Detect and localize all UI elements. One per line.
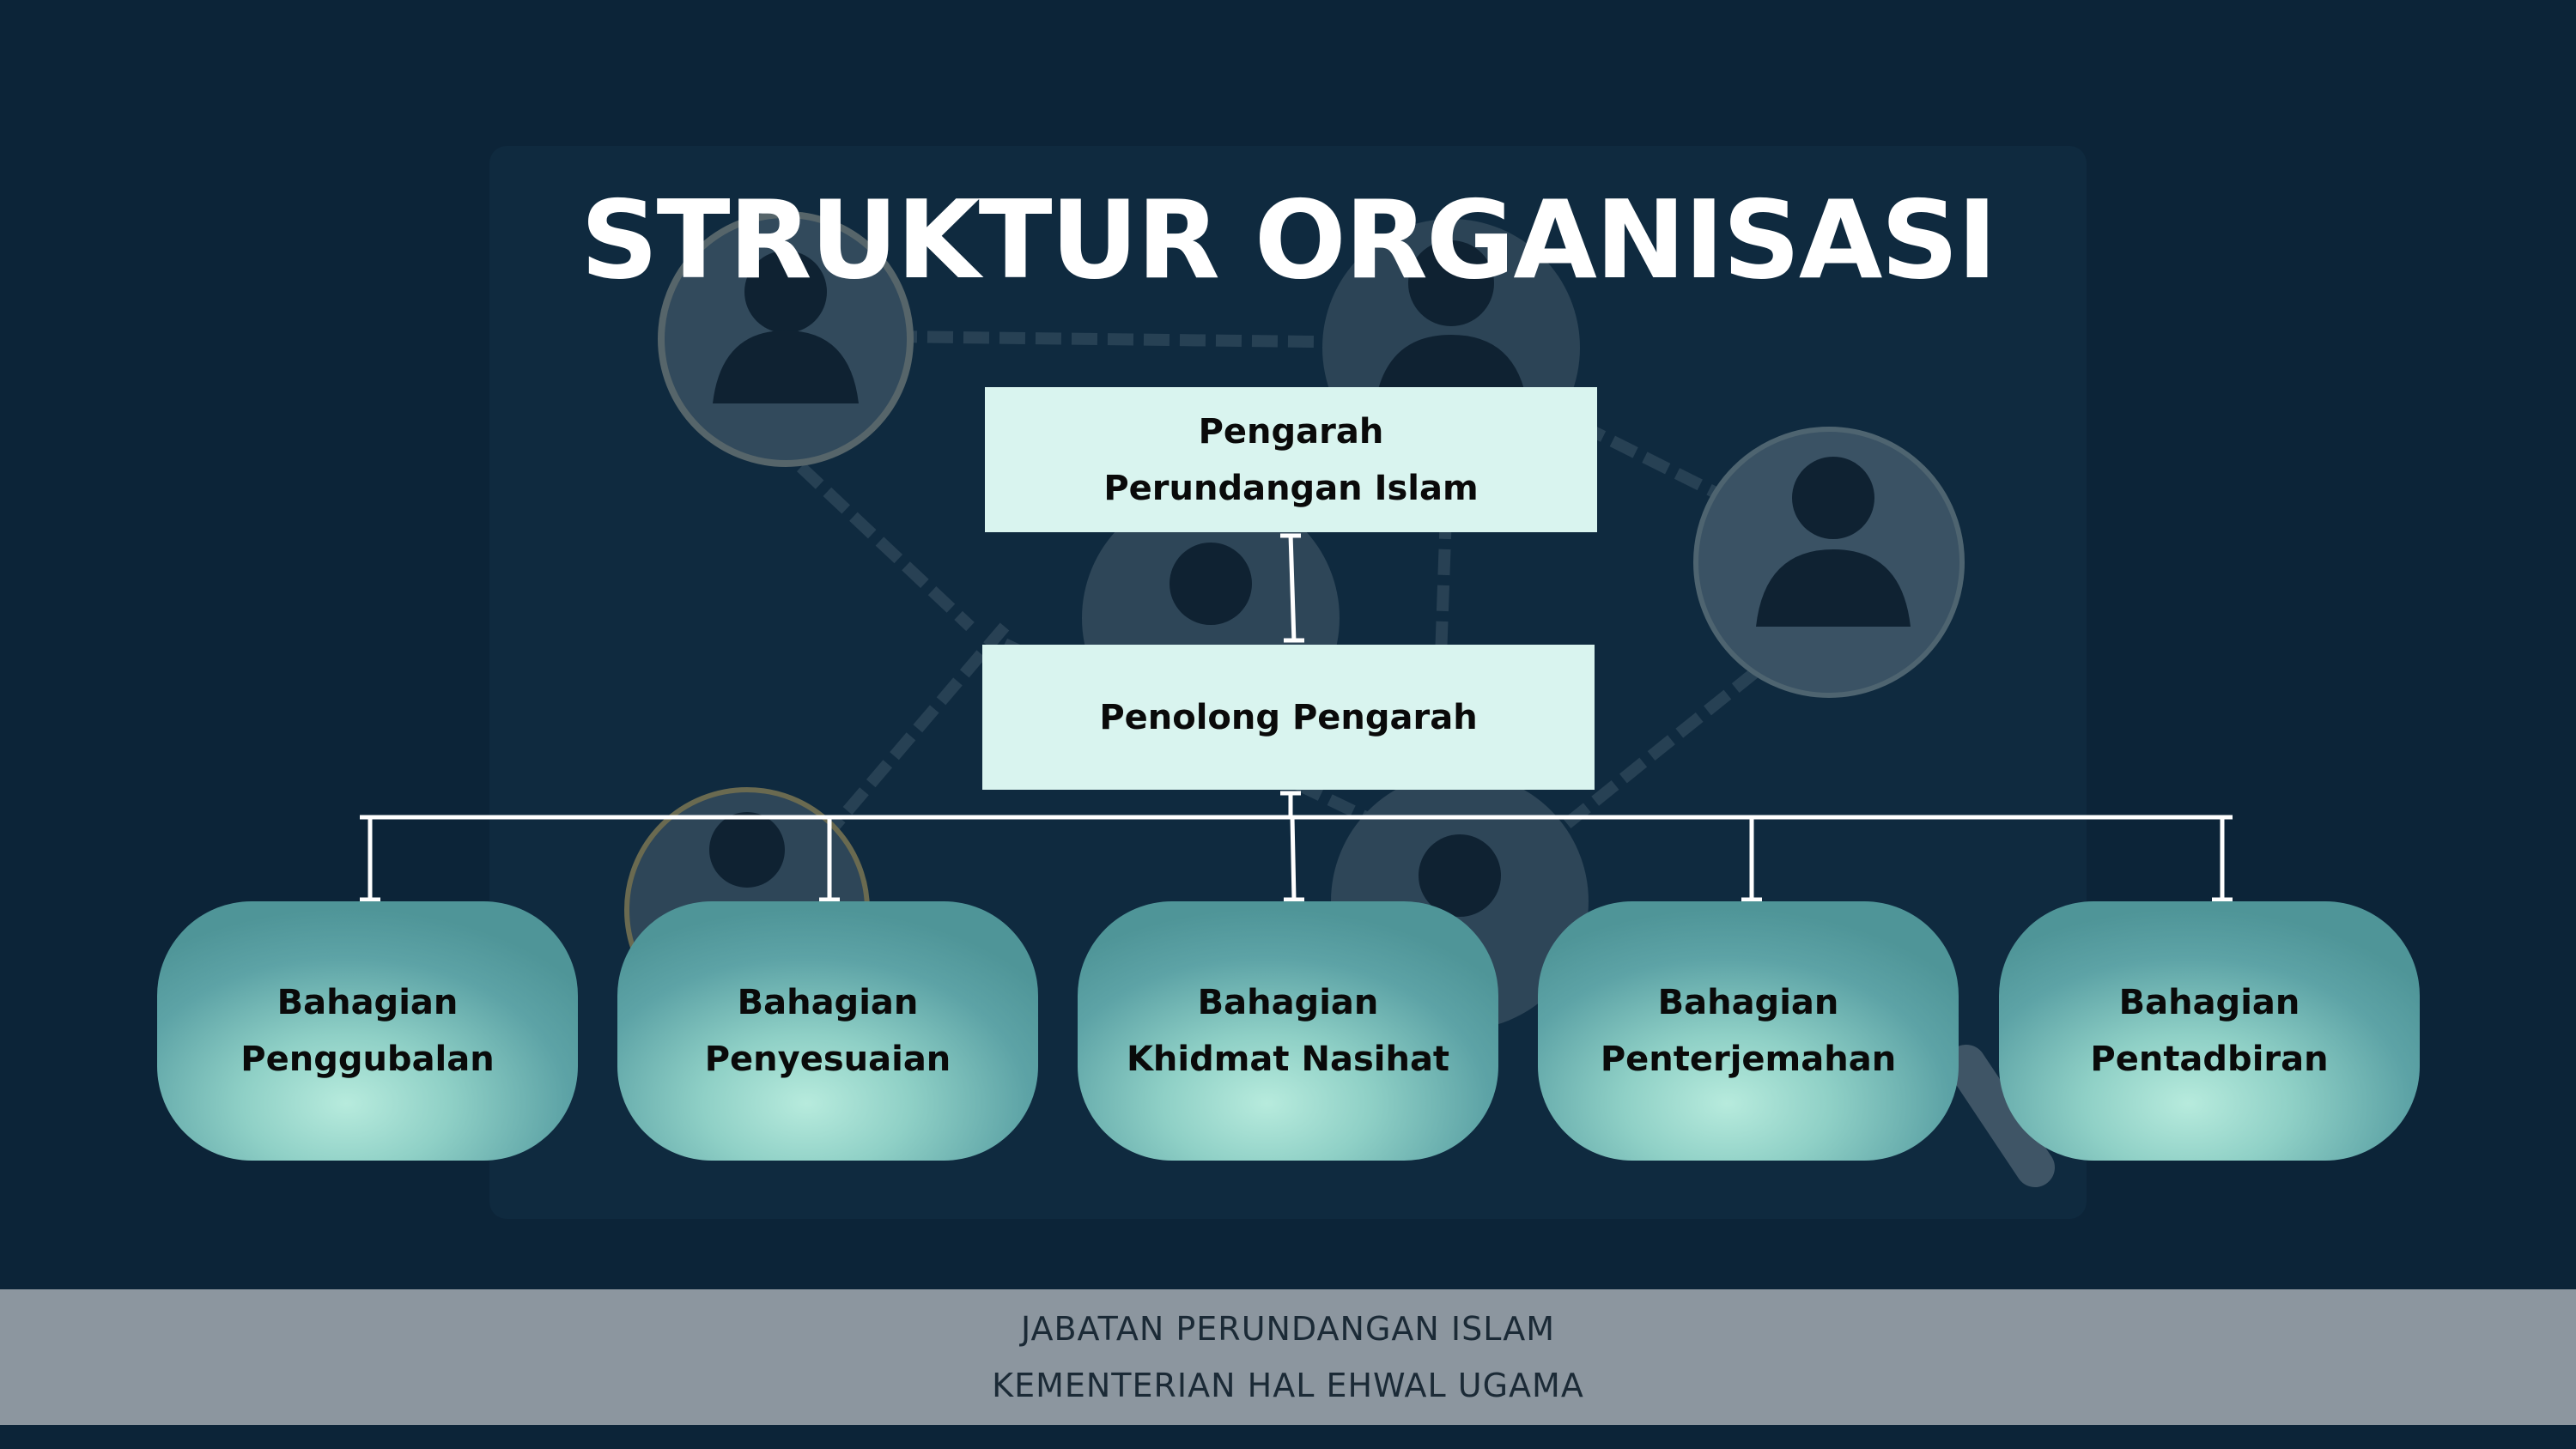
page-title: STRUKTUR ORGANISASI <box>580 177 1997 303</box>
node-label-line1: Bahagian <box>737 983 919 1022</box>
connector-pengarah-penolong <box>1288 533 1297 643</box>
node-pengarah-perundangan-islam: Pengarah Perundangan Islam <box>985 387 1597 532</box>
footer-line2: KEMENTERIAN HAL EHWAL UGAMA <box>992 1367 1584 1404</box>
node-label-line1: Bahagian <box>2118 983 2300 1022</box>
footer-line1: JABATAN PERUNDANGAN ISLAM <box>1020 1310 1556 1348</box>
footer-band: JABATAN PERUNDANGAN ISLAM KEMENTERIAN HA… <box>0 1289 2576 1425</box>
node-label-line2: Penyesuaian <box>704 1040 951 1079</box>
node-label-line2: Khidmat Nasihat <box>1126 1040 1450 1079</box>
node-label-line2: Pentadbiran <box>2090 1040 2329 1079</box>
person-icon <box>1693 427 1965 698</box>
magnifier-icon <box>1947 1045 2055 1187</box>
node-bahagian-khidmat-nasihat: Bahagian Khidmat Nasihat <box>1078 901 1498 1161</box>
node-label-line1: Pengarah <box>1198 411 1384 452</box>
node-label-line2: Penggubalan <box>240 1040 495 1079</box>
node-label-line1: Bahagian <box>1657 983 1839 1022</box>
node-bahagian-pentadbiran: Bahagian Pentadbiran <box>1999 901 2420 1161</box>
connector-drop-khidmat-nasihat <box>1290 816 1297 900</box>
node-label-line1: Bahagian <box>276 983 459 1022</box>
node-bahagian-penterjemahan: Bahagian Penterjemahan <box>1538 901 1959 1161</box>
node-penolong-pengarah: Penolong Pengarah <box>982 645 1595 790</box>
node-label-line2: Perundangan Islam <box>1103 468 1479 508</box>
person-icon <box>658 211 914 467</box>
node-label-line2: Penterjemahan <box>1600 1040 1897 1079</box>
node-label: Penolong Pengarah <box>1099 697 1478 737</box>
node-bahagian-penggubalan: Bahagian Penggubalan <box>157 901 578 1161</box>
node-label-line1: Bahagian <box>1197 983 1379 1022</box>
node-bahagian-penyesuaian: Bahagian Penyesuaian <box>617 901 1038 1161</box>
